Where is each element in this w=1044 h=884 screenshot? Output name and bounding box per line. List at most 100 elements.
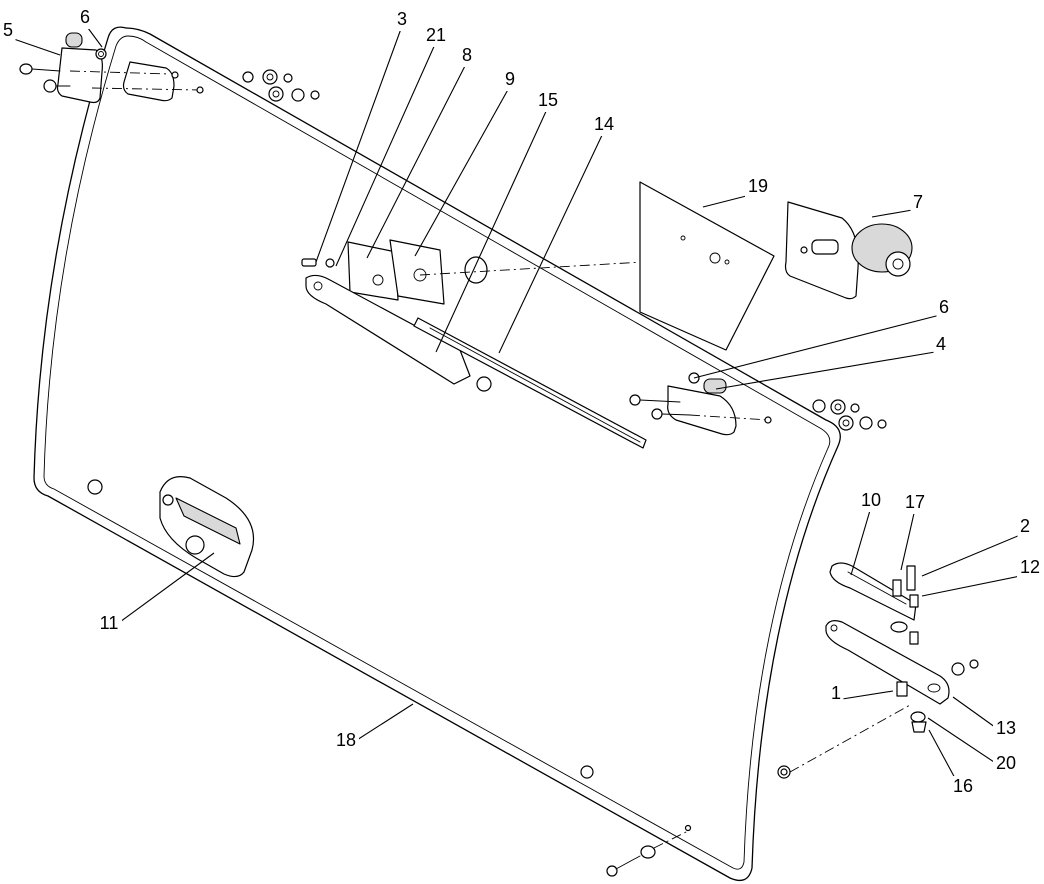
bolt-head-left-1 bbox=[19, 63, 33, 75]
callout-label-c3: 3 bbox=[397, 9, 407, 29]
arm-13-hole-1 bbox=[830, 624, 838, 632]
hw-mr-2-hole bbox=[834, 403, 842, 411]
hw-tl-2-hole bbox=[266, 73, 274, 81]
callout-bg-c17 bbox=[902, 492, 928, 514]
bottom-bolt-head bbox=[606, 865, 618, 877]
top-left-hinge bbox=[19, 32, 204, 104]
callout-label-c6b: 6 bbox=[939, 297, 949, 317]
nut-mr bbox=[764, 416, 772, 424]
wiper-knob bbox=[476, 376, 492, 392]
panel-hole-left bbox=[87, 479, 103, 495]
hinge-centerline-2 bbox=[91, 87, 201, 91]
spacer-12a bbox=[909, 594, 919, 608]
callout-leader-c10 bbox=[850, 506, 872, 576]
callout-bg-c16 bbox=[950, 776, 976, 798]
plate-19-hole bbox=[709, 252, 721, 264]
bolt-2 bbox=[906, 565, 916, 591]
callout-label-c17: 17 bbox=[905, 492, 925, 512]
plate-9 bbox=[389, 239, 445, 305]
bracket-10 bbox=[829, 562, 917, 621]
washer-20 bbox=[910, 711, 926, 723]
callout-bg-c13 bbox=[993, 718, 1019, 740]
washer-left-hole bbox=[98, 51, 104, 57]
callout-bg-c8 bbox=[459, 45, 475, 67]
callout-bg-c10 bbox=[858, 490, 884, 512]
plate-8-hole bbox=[372, 274, 384, 286]
hinge-plate-left bbox=[56, 47, 103, 104]
hw-tl-5 bbox=[291, 88, 305, 102]
hinge-pin-7 bbox=[811, 239, 839, 255]
callout-leader-c6b bbox=[693, 313, 945, 379]
hole-center-line bbox=[789, 704, 911, 773]
middle-right-hinge bbox=[629, 372, 772, 436]
bolt-head-mr-2 bbox=[651, 408, 663, 420]
bottom-bolt-shaft bbox=[615, 855, 641, 870]
callout-label-c12: 12 bbox=[1020, 557, 1040, 577]
grommet bbox=[464, 256, 488, 284]
callout-bg-c6a bbox=[77, 7, 93, 29]
hw-mr-4-hole bbox=[842, 419, 850, 427]
plate-19-dot-2 bbox=[724, 259, 730, 265]
callout-label-c1: 1 bbox=[831, 683, 841, 703]
callout-label-c20: 20 bbox=[996, 753, 1016, 773]
callout-leader-c12 bbox=[921, 573, 1031, 597]
plate-19-dot-1 bbox=[680, 235, 686, 241]
hinge-pin-end bbox=[800, 246, 808, 254]
callout-bg-c11 bbox=[96, 613, 122, 635]
callout-leader-c8 bbox=[366, 61, 468, 259]
callout-label-c15: 15 bbox=[538, 90, 558, 110]
hinge-bracket-left bbox=[122, 61, 175, 102]
callout-bg-c9 bbox=[502, 69, 518, 91]
callout-bg-c3 bbox=[394, 9, 410, 31]
hw-mr-2 bbox=[830, 399, 846, 415]
callout-leader-c1 bbox=[835, 690, 894, 701]
bottom-centerline bbox=[653, 829, 691, 849]
hw-tl-4-hole bbox=[272, 90, 280, 98]
bolt-shaft-mr-1 bbox=[639, 399, 681, 403]
handle-assembly-11 bbox=[159, 476, 255, 578]
panel-outer-edge bbox=[33, 26, 841, 882]
callout-bg-c14 bbox=[591, 114, 617, 136]
arm-13-hole-2 bbox=[927, 683, 941, 693]
callout-leader-c11 bbox=[108, 552, 215, 631]
bolt-shaft-mr-2 bbox=[661, 413, 691, 416]
callout-bg-c1 bbox=[828, 683, 844, 705]
hinge-cylinder-hole bbox=[892, 258, 904, 270]
callout-leader-c7 bbox=[871, 208, 919, 218]
wiper-arm-pivot bbox=[313, 281, 323, 291]
washer-13 bbox=[951, 662, 965, 676]
callout-label-c11: 11 bbox=[100, 613, 119, 633]
callout-leader-c14 bbox=[498, 130, 605, 354]
callout-label-c13: 13 bbox=[996, 718, 1016, 738]
callout-label-c21: 21 bbox=[426, 25, 446, 45]
callout-label-c9: 9 bbox=[505, 69, 515, 89]
callout-bg-c21 bbox=[423, 25, 449, 47]
callout-bg-c18 bbox=[333, 730, 359, 752]
plate-8 bbox=[347, 241, 399, 301]
hw-mr-5 bbox=[859, 416, 873, 430]
bottom-washer bbox=[640, 845, 656, 859]
bolt-17 bbox=[892, 579, 902, 597]
callout-bg-c5a bbox=[0, 20, 16, 42]
wiper-blade-14 bbox=[413, 317, 647, 449]
callout-bg-c4 bbox=[933, 334, 949, 356]
bolt-head-mr-1 bbox=[629, 394, 641, 406]
callout-bg-c19 bbox=[745, 176, 771, 198]
hinge-plate-4 bbox=[667, 385, 737, 436]
bolt-3 bbox=[301, 258, 317, 267]
hinge-pin-4 bbox=[703, 378, 727, 394]
callout-label-c2: 2 bbox=[1020, 516, 1030, 536]
callout-bg-c7 bbox=[910, 192, 926, 214]
callout-bg-c15 bbox=[535, 90, 561, 112]
nut-13 bbox=[969, 659, 979, 669]
panel-hole-bottom bbox=[580, 765, 594, 779]
callout-label-c18: 18 bbox=[336, 730, 356, 750]
callout-leader-c9 bbox=[414, 85, 511, 257]
bottom-fastener bbox=[606, 824, 692, 877]
handle-knob bbox=[185, 535, 205, 555]
callout-label-c6a: 6 bbox=[80, 7, 90, 27]
callout-label-c16: 16 bbox=[953, 776, 973, 796]
window-panel bbox=[33, 26, 911, 882]
